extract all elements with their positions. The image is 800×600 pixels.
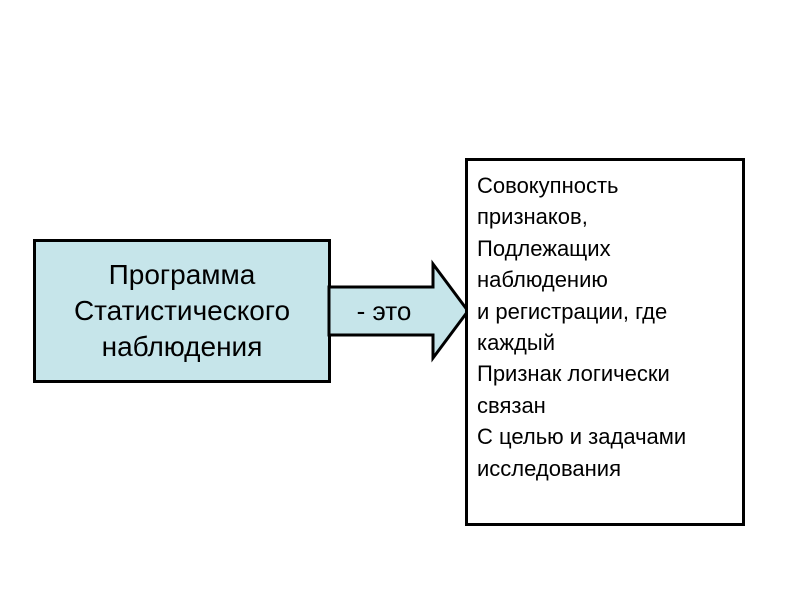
program-box-line: наблюдения	[101, 331, 263, 362]
arrow-label: - это	[356, 296, 412, 326]
definition-line: исследования	[477, 455, 621, 481]
program-box-line: Статистического	[73, 295, 291, 326]
definition-line: каждый	[477, 330, 555, 356]
definition-line: признаков,	[477, 204, 588, 230]
definition-line: Подлежащих	[477, 235, 611, 261]
definition-box: Совокупность признаков, Подлежащих наблю…	[465, 158, 745, 526]
program-box: Программа Статистического наблюдения	[33, 239, 331, 383]
definition-line: наблюдению	[477, 267, 608, 293]
definition-line: С целью и задачами	[477, 424, 687, 450]
definition-line: связан	[477, 392, 546, 418]
definition-line: и регистрации, где	[477, 298, 668, 324]
program-box-line: Программа	[108, 259, 256, 290]
definition-line: Совокупность	[477, 173, 619, 198]
definition-text: Совокупность признаков, Подлежащих наблю…	[477, 170, 738, 484]
definition-line: Признак логически	[477, 361, 670, 387]
arrow-shape	[327, 259, 470, 363]
right-arrow-icon	[327, 259, 470, 363]
